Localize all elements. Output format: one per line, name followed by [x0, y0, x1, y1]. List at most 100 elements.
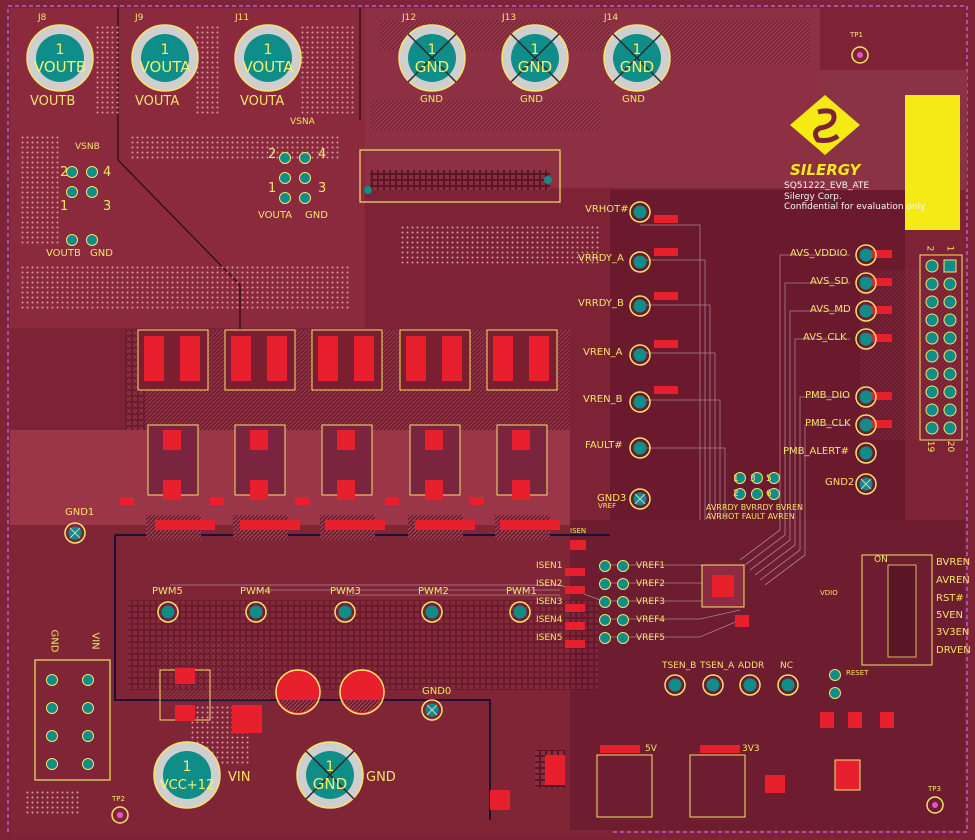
- bottom-terminal-net-0: VCC+12: [160, 778, 214, 793]
- input-conn-vin-pin-3-0: [82, 758, 94, 770]
- silk-vouta-2: VOUTA: [240, 94, 285, 109]
- tp-label-pmb-dio: PMB_DIO: [805, 390, 851, 401]
- tp-ring-right-6: [855, 442, 877, 464]
- sense-a-pin2: 2: [268, 147, 277, 162]
- sense-a-pin-1-1: [299, 172, 311, 184]
- gnd1-label: GND1: [65, 507, 95, 518]
- copper-pour-control: [610, 190, 905, 520]
- header-pin-20: 20: [945, 440, 956, 453]
- reset-header-pin-1-0: [829, 687, 841, 699]
- header-pin-r0-c0: [925, 259, 939, 273]
- nc-label: NC: [780, 661, 794, 671]
- top-terminal-num-3: 1: [428, 42, 437, 58]
- tp-label-avs-clk: AVS_CLK: [803, 332, 847, 343]
- tp1-label: TP1: [850, 31, 863, 39]
- tp-label-pmb-alert: PMB_ALERT#: [783, 446, 849, 457]
- input-connector: [34, 659, 111, 781]
- input-conn-gnd-pin-1-0: [46, 702, 58, 714]
- bottom-terminal-net-1: GND: [313, 775, 347, 793]
- vref2-label: VREF2: [636, 579, 665, 589]
- isen5-label: ISEN5: [536, 633, 563, 643]
- vref4-label: VREF4: [636, 615, 665, 625]
- reset-label: RESET: [846, 669, 869, 677]
- pwm3-label: PWM3: [330, 586, 361, 597]
- jumper-pin-1: 1: [733, 474, 739, 484]
- header-pin-r1-c1: [943, 277, 957, 291]
- tp-label-vren-b: VREN_B: [583, 394, 623, 405]
- sense-b-pin-0-0: [66, 166, 78, 178]
- tp-ring-bottom-0: [664, 674, 686, 696]
- tp-label-avs-vddio: AVS_VDDIO: [790, 248, 848, 259]
- tp-ring-pwm-3: [421, 601, 443, 623]
- tp-ring-bottom-1: [702, 674, 724, 696]
- sense-b-bottom-pin-0-0: [66, 234, 78, 246]
- isen-vref-header-pin-4-0: [599, 632, 611, 644]
- top-terminal-num-1: 1: [161, 42, 170, 58]
- tp-ring-left-5: [629, 437, 651, 459]
- sense-a-pin-0-1: [299, 152, 311, 164]
- logo-company: Silergy Corp.: [784, 192, 842, 202]
- tp-ring-left-4: [629, 391, 651, 413]
- tp-ring-right-3: [855, 328, 877, 350]
- tp-label-fault: FAULT#: [585, 440, 623, 451]
- tp-label-pmb-clk: PMB_CLK: [805, 418, 851, 429]
- ref-j9: J9: [135, 13, 144, 23]
- isen4-label: ISEN4: [536, 615, 563, 625]
- sense-b-pin-1-0: [66, 186, 78, 198]
- tp-ring-right-0: [855, 244, 877, 266]
- header-pin-r1-c0: [925, 277, 939, 291]
- 5v-label: 5V: [645, 744, 657, 754]
- silk-gnd-3: GND: [622, 94, 645, 105]
- top-terminal-net-3: GND: [415, 58, 449, 76]
- pwm1-label: PWM1: [506, 586, 537, 597]
- header-pin-r7-c0: [925, 385, 939, 399]
- top-terminal-num-4: 1: [531, 42, 540, 58]
- ref-j14: J14: [604, 13, 619, 23]
- tp-ring-pwm-0: [157, 601, 179, 623]
- top-terminal-num-2: 1: [264, 42, 273, 58]
- tp-ring-right-4: [855, 386, 877, 408]
- tp-ring-pwm-2: [334, 601, 356, 623]
- sense-b-pin3: 3: [103, 199, 112, 214]
- jumper-block-pin-0-1: [751, 472, 763, 484]
- edge-connector: [359, 149, 561, 203]
- silk-voutb: VOUTB: [30, 94, 76, 109]
- header-pin-r0-c1: [943, 259, 957, 273]
- top-terminal-net-1: VOUTA: [139, 58, 191, 76]
- sense-a-pin4: 4: [318, 147, 327, 162]
- isen2-label: ISEN2: [536, 579, 563, 589]
- power-stages: [137, 329, 558, 540]
- sense-a-pin-2-0: [279, 192, 291, 204]
- header-pin-r8-c0: [925, 403, 939, 417]
- isen-vref-header-pin-4-1: [617, 632, 629, 644]
- pwm4-label: PWM4: [240, 586, 271, 597]
- tp3-label: TP3: [928, 785, 941, 793]
- header-pin-r4-c0: [925, 331, 939, 345]
- logo-confidential: Confidential for evaluation only: [784, 202, 926, 212]
- tp-ring-pwm-1: [245, 601, 267, 623]
- vin-bottom-label: VIN: [228, 770, 251, 785]
- isen-vref-header-pin-1-0: [599, 578, 611, 590]
- tp-ring-pwm-4: [509, 601, 531, 623]
- sense-a-pin-2-1: [299, 192, 311, 204]
- header-pin-r6-c1: [943, 367, 957, 381]
- tp-ring-right-7: [855, 473, 877, 495]
- header-pin-r9-c1: [943, 421, 957, 435]
- isen-vref-header-pin-2-0: [599, 596, 611, 608]
- jp-bvren-label: BVREN: [936, 557, 971, 568]
- isen-vref-header-pin-0-0: [599, 560, 611, 572]
- gnd0-label: GND0: [422, 686, 452, 697]
- isen1-label: ISEN1: [536, 561, 563, 571]
- jp-5ven-label: 5VEN: [936, 610, 964, 621]
- sense-b-gnd: GND: [90, 248, 113, 259]
- tp-ring-gnd1: [64, 522, 86, 544]
- reset-header-pin-0-0: [829, 669, 841, 681]
- sense-a-pin1: 1: [268, 181, 277, 196]
- copper-pour-power-stage: [10, 430, 570, 525]
- header-pin-r9-c0: [925, 421, 939, 435]
- input-conn-vin-pin-2-0: [82, 730, 94, 742]
